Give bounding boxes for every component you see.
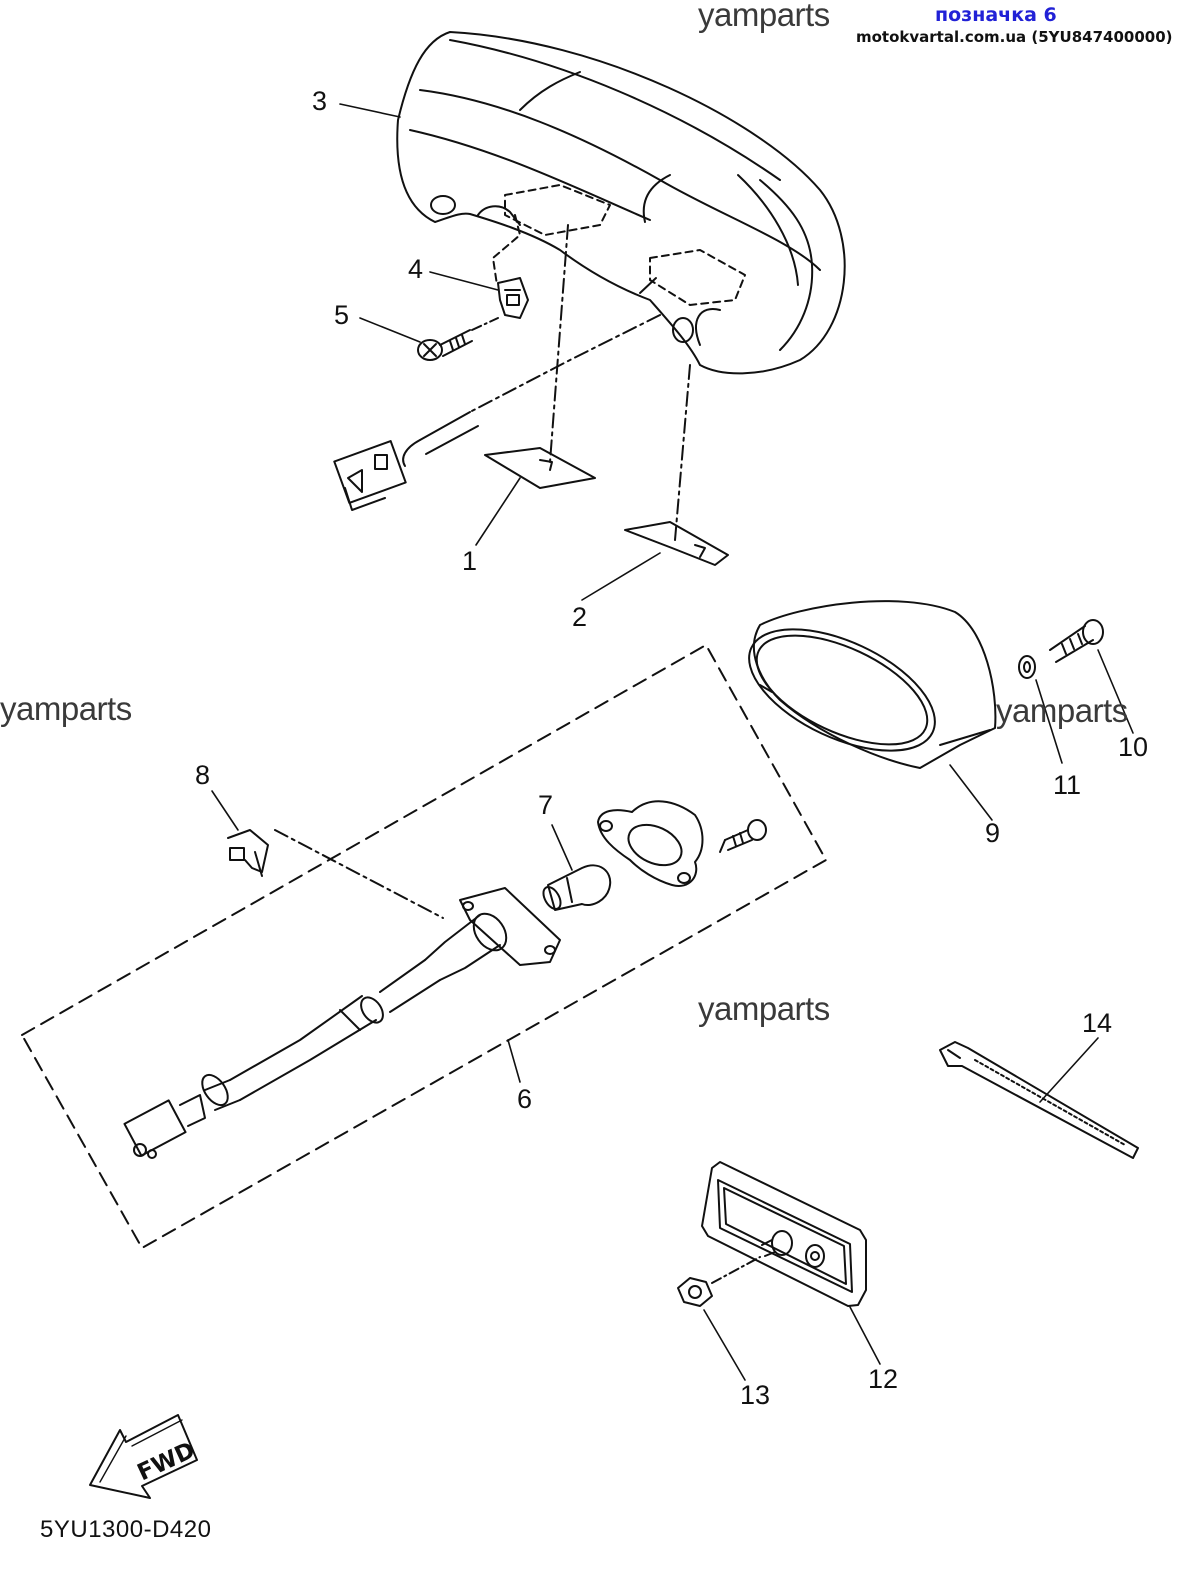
clip-part-4	[497, 277, 529, 319]
callout-12: 12	[868, 1364, 899, 1394]
assembly-box-part-6	[21, 644, 827, 1249]
watermark: yamparts	[0, 690, 132, 727]
diagram-code: 5YU1300-D420	[40, 1516, 212, 1543]
socket-cover	[597, 800, 704, 887]
fwd-arrow-icon: FWD	[89, 1414, 200, 1499]
cover-screw	[719, 819, 767, 853]
clip-part-8	[227, 829, 269, 877]
cable-tie-part-14	[939, 1041, 1139, 1159]
callout-2: 2	[572, 602, 588, 632]
callout-3: 3	[312, 86, 328, 116]
callout-13: 13	[740, 1380, 771, 1410]
callout-1: 1	[462, 546, 478, 576]
socket-cord-part-6	[123, 829, 561, 1159]
tail-cover-part-3	[396, 31, 846, 375]
nut-part-13	[677, 1256, 761, 1307]
bulb-part-7	[542, 864, 612, 911]
label-part-2	[624, 364, 729, 566]
callout-10: 10	[1118, 732, 1149, 762]
label-part-1	[484, 224, 596, 489]
washer-part-11	[1018, 655, 1036, 679]
callout-14: 14	[1082, 1008, 1113, 1038]
site-reference: motokvartal.com.ua (5YU847400000)	[856, 28, 1173, 46]
screw-part-5	[417, 317, 499, 361]
callout-6: 6	[517, 1084, 533, 1114]
callout-9: 9	[985, 818, 1001, 848]
callout-5: 5	[334, 300, 350, 330]
callout-11: 11	[1053, 770, 1082, 800]
callout-7: 7	[538, 790, 554, 820]
callout-4: 4	[408, 254, 424, 284]
screw-part-10	[1049, 619, 1104, 663]
reflector-part-12	[701, 1161, 867, 1307]
tail-light-harness	[333, 314, 661, 511]
watermark: yamparts	[996, 692, 1128, 729]
lens-part-9	[748, 600, 997, 769]
watermark: yamparts	[698, 0, 830, 33]
tag-label: позначка 6	[935, 4, 1057, 26]
callout-8: 8	[195, 760, 211, 790]
fwd-arrow-label: FWD	[134, 1437, 200, 1486]
watermark: yamparts	[698, 990, 830, 1027]
leader-lines	[211, 103, 1134, 1381]
